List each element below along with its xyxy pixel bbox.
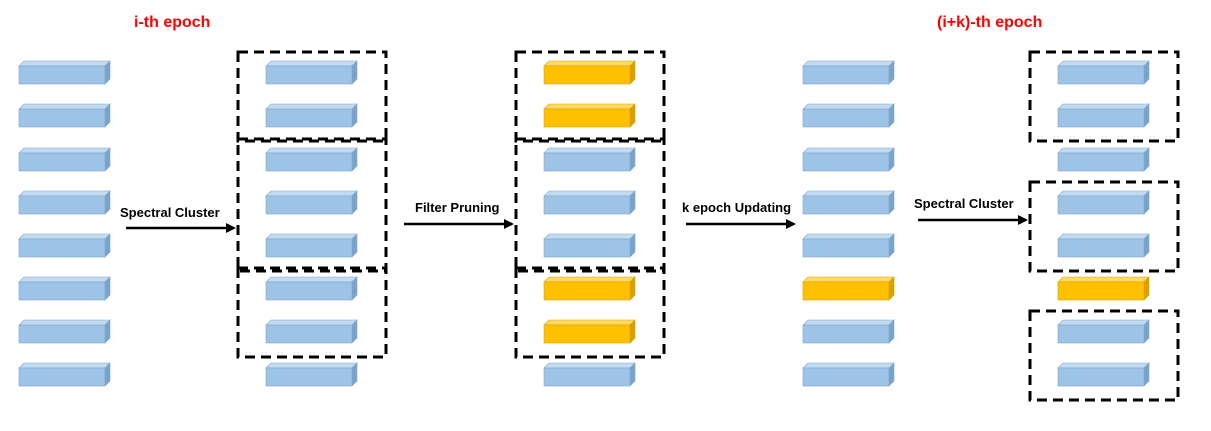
filter-normal-c1-r1	[265, 103, 358, 128]
clusters-layer	[236, 50, 1180, 402]
filter-normal-c4-r1	[1057, 103, 1150, 128]
step-label-spectral-cluster-2: Spectral Cluster	[914, 196, 1014, 211]
filter-normal-c1-r4	[265, 233, 358, 258]
filter-normal-c0-r4	[18, 233, 111, 258]
filter-normal-c3-r6	[802, 319, 895, 344]
filter-normal-c0-r5	[18, 276, 111, 301]
filter-normal-c0-r6	[18, 319, 111, 344]
filter-normal-c4-r0	[1057, 60, 1150, 85]
filter-normal-c3-r1	[802, 103, 895, 128]
filter-normal-c2-r7	[543, 362, 636, 387]
filter-normal-c1-r6	[265, 319, 358, 344]
cluster-box-c1-g2	[236, 266, 388, 359]
cluster-box-c2-g2	[514, 266, 666, 359]
filter-normal-c1-r3	[265, 190, 358, 215]
filter-normal-c0-r2	[18, 147, 111, 172]
filter-normal-c3-r3	[802, 190, 895, 215]
cluster-box-c4-g1	[1028, 180, 1180, 273]
filter-normal-c4-r4	[1057, 233, 1150, 258]
filter-pruned-c3-r5	[802, 276, 895, 301]
filter-pruned-c2-r6	[543, 319, 636, 344]
cluster-box-c2-g0	[514, 50, 666, 143]
filter-normal-c2-r3	[543, 190, 636, 215]
filter-normal-c0-r1	[18, 103, 111, 128]
step-label-k-epoch-updating: k epoch Updating	[682, 200, 792, 215]
filter-normal-c2-r2	[543, 147, 636, 172]
step-label-filter-pruning: Filter Pruning	[415, 200, 500, 215]
filter-normal-c4-r2	[1057, 147, 1150, 172]
cluster-box-c1-g1	[236, 137, 388, 273]
filter-normal-c3-r7	[802, 362, 895, 387]
filters-layer	[18, 60, 1150, 387]
filter-normal-c0-r3	[18, 190, 111, 215]
filter-pruned-c2-r1	[543, 103, 636, 128]
cluster-box-c1-g0	[236, 50, 388, 143]
step-label-spectral-cluster-1: Spectral Cluster	[120, 205, 220, 220]
filter-normal-c1-r2	[265, 147, 358, 172]
filter-normal-c3-r2	[802, 147, 895, 172]
filter-normal-c1-r5	[265, 276, 358, 301]
filter-normal-c3-r0	[802, 60, 895, 85]
filter-normal-c1-r0	[265, 60, 358, 85]
filter-normal-c0-r0	[18, 60, 111, 85]
title-ikth-epoch: (i+k)-th epoch	[937, 14, 1043, 31]
filter-normal-c2-r4	[543, 233, 636, 258]
filter-normal-c3-r4	[802, 233, 895, 258]
filter-pruned-c2-r0	[543, 60, 636, 85]
filter-pruned-c4-r5	[1057, 276, 1150, 301]
filter-normal-c0-r7	[18, 362, 111, 387]
filter-normal-c4-r3	[1057, 190, 1150, 215]
filter-normal-c4-r6	[1057, 319, 1150, 344]
cluster-box-c4-g0	[1028, 50, 1180, 143]
cluster-box-c2-g1	[514, 137, 666, 273]
title-ith-epoch: i-th epoch	[134, 14, 211, 31]
cluster-box-c4-g2	[1028, 309, 1180, 402]
arrows-layer	[126, 215, 1028, 233]
filter-normal-c4-r7	[1057, 362, 1150, 387]
filter-pruned-c2-r5	[543, 276, 636, 301]
filter-normal-c1-r7	[265, 362, 358, 387]
